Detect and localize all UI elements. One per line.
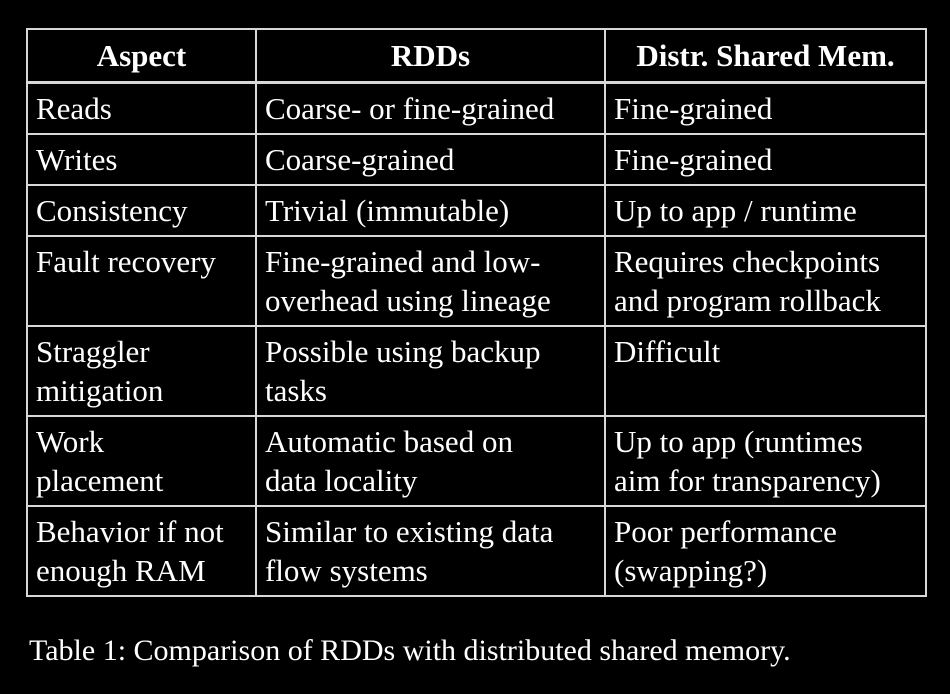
cell-rdds: Fine-grained and low- overhead using lin…: [255, 235, 606, 327]
cell-rdds: Trivial (immutable): [255, 184, 606, 237]
cell-aspect: Work placement: [26, 415, 257, 507]
cell-rdds: Automatic based on data locality: [255, 415, 606, 507]
cell-dsm: Up to app / runtime: [604, 184, 927, 237]
cell-dsm: Difficult: [604, 325, 927, 417]
header-cell-aspect: Aspect: [26, 28, 257, 84]
header-row: Aspect RDDs Distr. Shared Mem.: [26, 28, 927, 84]
table-row-reads: Reads Coarse- or fine-grained Fine-grain…: [26, 81, 927, 135]
cell-rdds: Coarse- or fine-grained: [255, 81, 606, 135]
header-cell-rdds: RDDs: [255, 28, 606, 84]
header-cell-distr-shared-mem: Distr. Shared Mem.: [604, 28, 927, 84]
cell-dsm: Up to app (runtimes aim for transparency…: [604, 415, 927, 507]
cell-rdds: Similar to existing data flow systems: [255, 505, 606, 597]
cell-rdds: Possible using backup tasks: [255, 325, 606, 417]
table-row-fault-recovery: Fault recovery Fine-grained and low- ove…: [26, 235, 927, 327]
table-row-writes: Writes Coarse-grained Fine-grained: [26, 133, 927, 186]
table-row-behavior-ram: Behavior if not enough RAM Similar to ex…: [26, 505, 927, 597]
table-body: Reads Coarse- or fine-grained Fine-grain…: [26, 81, 927, 597]
table-row-work-placement: Work placement Automatic based on data l…: [26, 415, 927, 507]
cell-dsm: Fine-grained: [604, 133, 927, 186]
table-row-straggler-mitigation: Straggler mitigation Possible using back…: [26, 325, 927, 417]
cell-dsm: Requires checkpoints and program rollbac…: [604, 235, 927, 327]
cell-rdds: Coarse-grained: [255, 133, 606, 186]
cell-aspect: Fault recovery: [26, 235, 257, 327]
cell-dsm: Poor performance (swapping?): [604, 505, 927, 597]
table-caption: Table 1: Comparison of RDDs with distrib…: [29, 634, 791, 667]
cell-aspect: Straggler mitigation: [26, 325, 257, 417]
cell-aspect: Behavior if not enough RAM: [26, 505, 257, 597]
table-row-consistency: Consistency Trivial (immutable) Up to ap…: [26, 184, 927, 237]
cell-aspect: Consistency: [26, 184, 257, 237]
cell-aspect: Writes: [26, 133, 257, 186]
cell-dsm: Fine-grained: [604, 81, 927, 135]
comparison-table: Aspect RDDs Distr. Shared Mem. Reads Coa…: [26, 28, 927, 597]
cell-aspect: Reads: [26, 81, 257, 135]
